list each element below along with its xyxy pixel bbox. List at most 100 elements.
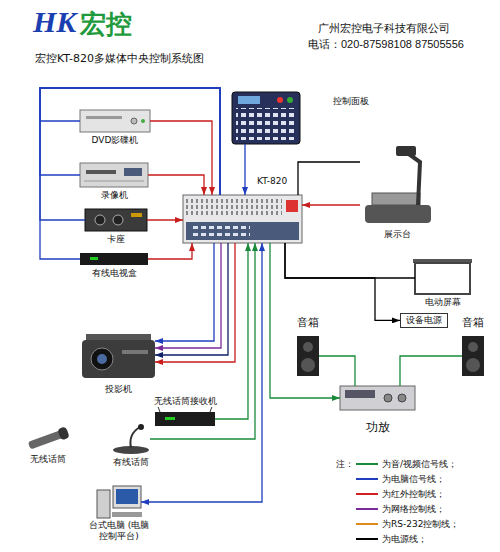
speaker-picture-part xyxy=(303,342,313,352)
signal-wire xyxy=(302,204,360,205)
node-label: 音箱 xyxy=(296,316,320,329)
desktop-computer-picture xyxy=(97,486,142,518)
dvd-player: DVD影碟机 xyxy=(80,110,150,132)
legend-swatch xyxy=(356,523,378,525)
central-controller: KT-820 xyxy=(183,195,302,243)
power-box: 设备电源 xyxy=(400,313,448,328)
projector-picture-part xyxy=(82,340,155,378)
signal-wire xyxy=(40,88,220,195)
wireless-mic-receiver: 无线话筒接收机 xyxy=(155,412,215,426)
receiver-picture-part xyxy=(155,412,215,426)
document-camera-picture-part xyxy=(396,146,416,156)
amplifier-picture-part xyxy=(345,390,375,398)
legend-swatch xyxy=(356,478,378,480)
motorized-screen: 电动屏幕 xyxy=(415,262,470,294)
receiver-picture-part xyxy=(165,417,175,420)
signal-wire xyxy=(270,243,340,398)
projector-picture-part xyxy=(122,350,148,354)
legend-row: 为电源线； xyxy=(356,534,428,545)
desktop-computer-picture-part xyxy=(97,490,110,518)
signal-wire xyxy=(215,243,248,419)
speaker-picture-part xyxy=(466,358,480,372)
node-label: 投影机 xyxy=(104,384,133,395)
wireless-microphone-picture xyxy=(27,426,70,451)
central-controller-picture-part xyxy=(186,198,282,216)
projector-picture xyxy=(82,334,155,378)
signal-wire xyxy=(40,88,220,195)
wireless-microphone: 无线话筒 xyxy=(28,430,68,448)
signal-wire xyxy=(40,88,220,220)
control-panel-picture-part xyxy=(236,108,294,140)
desktop-computer-picture-part xyxy=(116,489,138,504)
legend-swatch xyxy=(356,493,378,495)
node-label: KT-820 xyxy=(256,176,288,187)
desktop-computer: 台式电脑 (电脑控制平台) xyxy=(97,486,141,518)
amplifier-picture-part xyxy=(398,394,406,402)
node-label: 录像机 xyxy=(100,190,129,201)
wireless-microphone-picture-part xyxy=(57,426,70,440)
node-label: 设备电源 xyxy=(405,315,443,326)
signal-wire xyxy=(400,356,462,386)
control-panel-picture xyxy=(232,92,300,144)
legend-text: 为RS-232控制线； xyxy=(381,519,460,530)
legend-swatch xyxy=(356,463,378,465)
node-label: 控制面板 xyxy=(332,96,370,107)
projector: 投影机 xyxy=(82,333,155,381)
node-label: 有线电视盒 xyxy=(91,268,138,279)
amplifier: 功放 xyxy=(340,386,415,410)
legend-row: 为红外控制线； xyxy=(356,489,446,500)
node-label: 功放 xyxy=(365,420,391,434)
legend-swatch xyxy=(356,538,378,540)
cassette-deck-picture-part xyxy=(95,215,105,225)
cassette-deck: 卡座 xyxy=(85,209,147,231)
legend-text: 为红外控制线； xyxy=(381,489,446,500)
signal-wire xyxy=(155,243,235,362)
signal-wire xyxy=(150,243,255,439)
node-label: 无线话筒接收机 xyxy=(153,396,218,407)
speaker-picture-part xyxy=(468,342,478,352)
cassette-deck-picture-part xyxy=(113,215,123,225)
amplifier-picture-part xyxy=(340,386,415,410)
desktop-computer-picture-part xyxy=(112,512,142,517)
signal-wire xyxy=(155,243,221,348)
wired-microphone-picture-part xyxy=(138,424,144,430)
wired-microphone: 有线话筒 xyxy=(112,424,150,454)
legend-row: 为RS-232控制线； xyxy=(356,519,460,530)
signal-wire xyxy=(155,243,214,341)
desktop-computer-picture-part xyxy=(113,486,141,508)
dvd-player-picture-part xyxy=(80,110,150,132)
cassette-deck-picture-part xyxy=(131,213,142,217)
control-panel-picture-part xyxy=(232,92,300,144)
legend-row: 为音/视频信号线； xyxy=(356,459,458,470)
central-controller-picture xyxy=(183,195,302,243)
node-label: DVD影碟机 xyxy=(91,135,140,146)
speaker-picture-part xyxy=(462,336,484,376)
document-camera-picture-part xyxy=(406,152,420,205)
signal-wire xyxy=(298,162,360,195)
signal-wire xyxy=(285,243,400,320)
signal-wire xyxy=(40,88,220,259)
video-recorder-picture xyxy=(80,163,148,187)
node-label: 展示台 xyxy=(383,229,412,240)
signal-wire xyxy=(285,243,415,278)
legend-swatch xyxy=(356,508,378,510)
video-recorder-picture-part xyxy=(86,170,116,174)
dvd-player-picture-part xyxy=(141,119,145,123)
central-controller-picture-part xyxy=(183,195,302,243)
control-panel-picture-part xyxy=(287,97,293,103)
speaker: 音箱 xyxy=(462,336,484,376)
signal-wire xyxy=(148,175,204,195)
dvd-player-picture xyxy=(80,110,150,132)
control-panel-picture-part xyxy=(277,97,283,103)
legend-text: 为电脑信号线； xyxy=(381,474,446,485)
signal-wire xyxy=(141,243,262,502)
projector-picture-part xyxy=(91,348,113,370)
phone-number: 电话：020-87598108 87505556 xyxy=(308,38,464,51)
cassette-deck-picture xyxy=(85,209,147,231)
legend-text: 为音/视频信号线； xyxy=(381,459,458,470)
receiver-picture xyxy=(155,404,215,426)
speaker: 音箱 xyxy=(297,336,319,376)
signal-wire xyxy=(148,243,192,259)
dvd-player-picture-part xyxy=(86,116,122,119)
